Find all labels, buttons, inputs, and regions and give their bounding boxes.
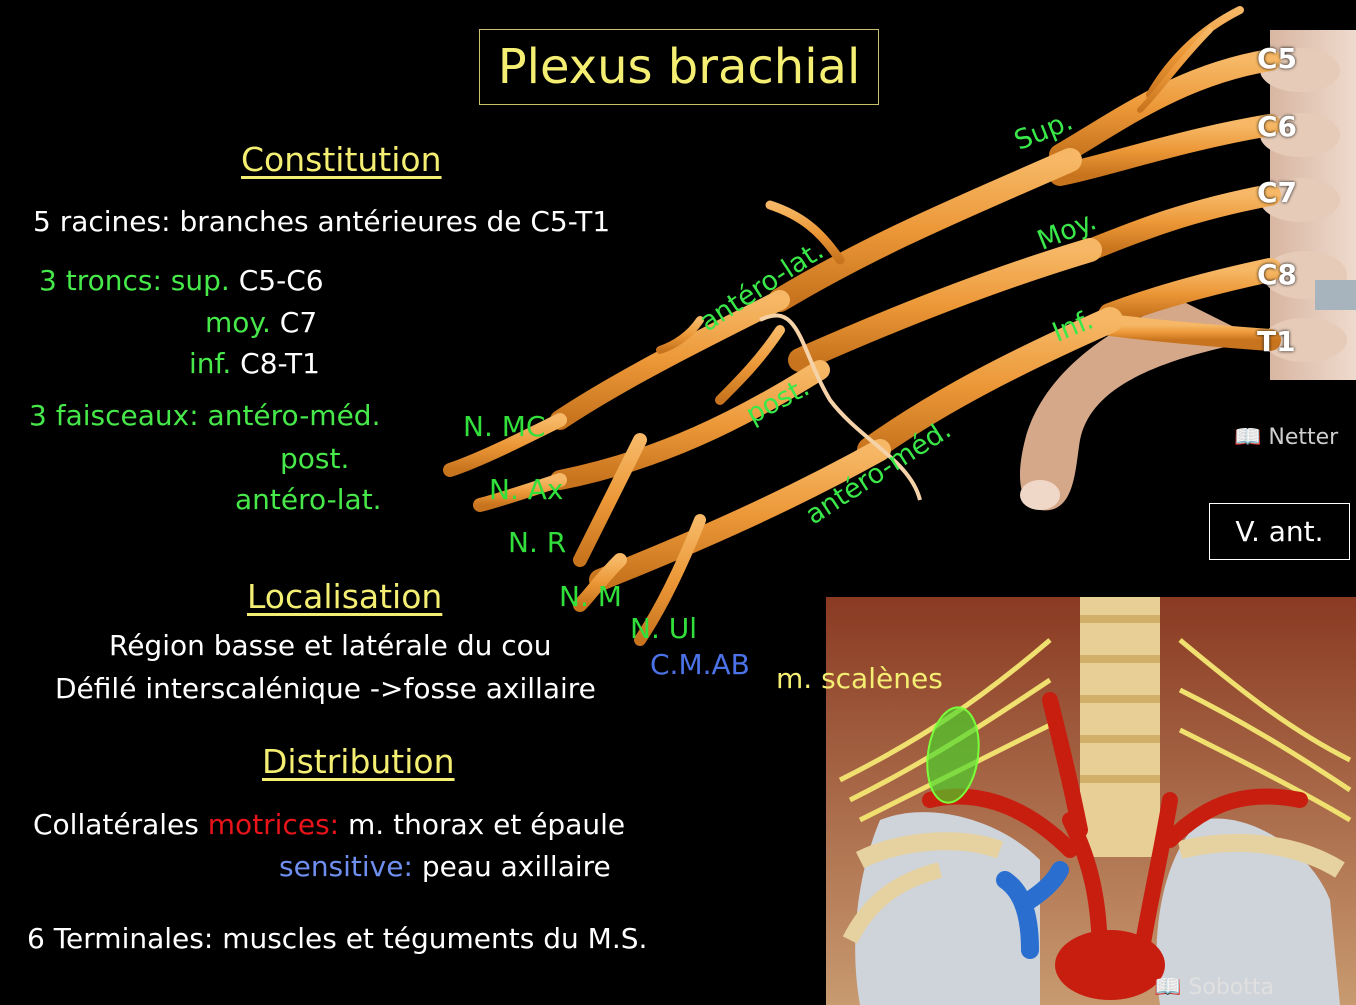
cord-antero-lat: antéro-lat.: [235, 483, 382, 516]
trunks-label: 3 troncs:: [39, 264, 162, 297]
roots-line: 5 racines: branches antérieures de C5-T1: [33, 205, 611, 238]
scalene-highlight: [926, 706, 980, 804]
dissection-image: [826, 597, 1356, 1005]
root-label-c8: C8: [1257, 258, 1298, 291]
localisation-line-2: Défilé interscalénique ->fosse axillaire: [55, 672, 596, 705]
scalene-label: m. scalènes: [776, 662, 943, 695]
trunk-line-inf: inf. C8-T1: [189, 347, 320, 380]
trunk-line-moy: moy. C7: [205, 306, 317, 339]
cords-line: 3 faisceaux: antéro-méd.: [29, 399, 380, 432]
nerve-label-ul: N. Ul: [630, 612, 698, 645]
nerve-bundle: [443, 6, 1282, 646]
distribution-heading: Distribution: [262, 742, 455, 781]
view-label: V. ant.: [1209, 503, 1350, 560]
root-label-c7: C7: [1257, 176, 1298, 209]
trunk-sup-roots: C5-C6: [238, 264, 324, 297]
trunk-line-sup: 3 troncs: sup. C5-C6: [39, 264, 324, 297]
collaterales-label: Collatérales: [33, 808, 199, 841]
nerve-label-m: N. M: [559, 580, 622, 613]
book-icon: 📖: [1234, 425, 1262, 450]
credit-netter-text: Netter: [1268, 425, 1339, 450]
rib-shape: [1020, 300, 1260, 511]
nerve-label-mc: N. MC: [463, 410, 546, 443]
root-label-c5: C5: [1257, 42, 1298, 75]
root-label-t1: T1: [1257, 325, 1296, 358]
nerve-label-ax: N. Ax: [489, 473, 564, 506]
localisation-line-1: Région basse et latérale du cou: [109, 629, 552, 662]
sensitive-text: peau axillaire: [421, 850, 611, 883]
root-label-c6: C6: [1257, 110, 1298, 143]
collaterales-line: Collatérales motrices: m. thorax et épau…: [33, 808, 625, 841]
sensitive-line: sensitive: peau axillaire: [279, 850, 611, 883]
localisation-heading: Localisation: [247, 577, 443, 616]
terminales-line: 6 Terminales: muscles et téguments du M.…: [27, 922, 648, 955]
motrices-label: motrices:: [207, 808, 340, 841]
nerve-label-r: N. R: [508, 526, 567, 559]
constitution-heading: Constitution: [241, 140, 442, 179]
nerve-label-cmab: C.M.AB: [650, 648, 750, 681]
cords-label: 3 faisceaux:: [29, 399, 199, 432]
motrices-text: m. thorax et épaule: [348, 808, 626, 841]
credit-netter: 📖 Netter: [1234, 425, 1338, 450]
cord-post: post.: [280, 442, 350, 475]
credit-sobotta-text: Sobotta: [1188, 975, 1274, 1000]
trunk-inf-name: inf.: [189, 347, 232, 380]
artery-loop: [759, 313, 922, 501]
trunk-moy-roots: C7: [279, 306, 318, 339]
trunk-inf-roots: C8-T1: [240, 347, 320, 380]
page-title: Plexus brachial: [479, 29, 879, 105]
trunk-moy-name: moy.: [205, 306, 271, 339]
credit-sobotta: 📖 Sobotta: [1154, 975, 1274, 1000]
cord-antero-med: antéro-méd.: [207, 399, 381, 432]
sensitive-label: sensitive:: [279, 850, 413, 883]
book-icon: 📖: [1154, 975, 1182, 1000]
trunk-sup-name: sup.: [170, 264, 230, 297]
